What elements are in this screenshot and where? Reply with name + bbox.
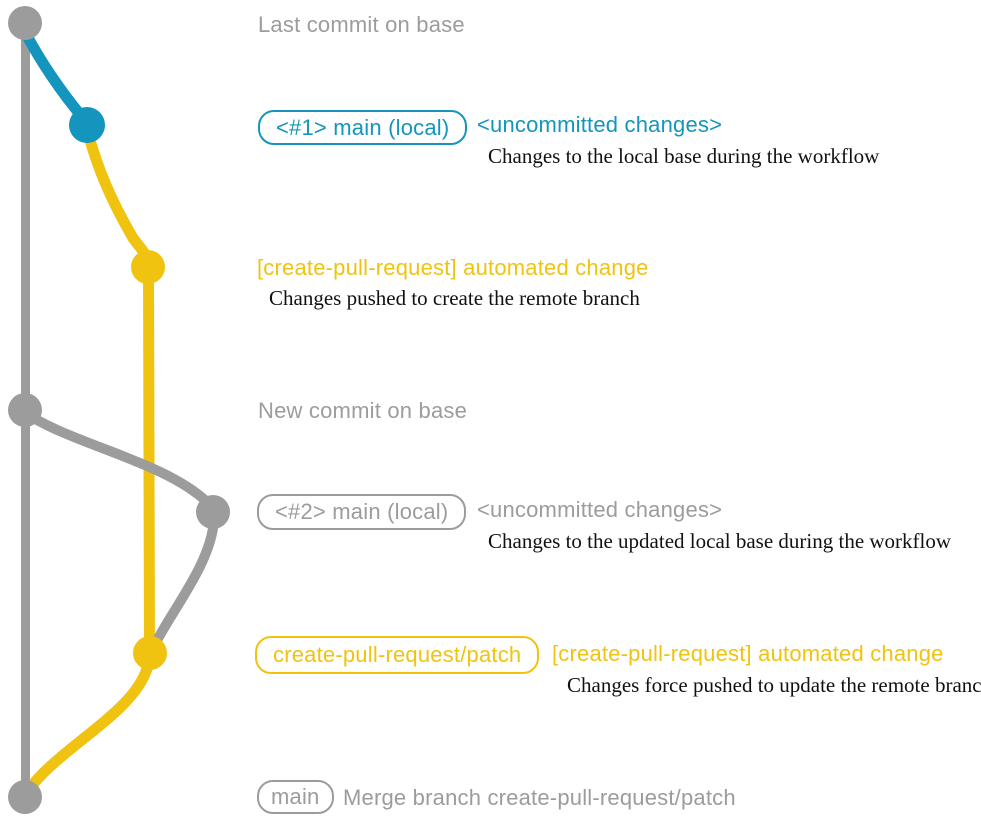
branch1-note: Changes to the local base during the wor… [488, 144, 880, 168]
commit-dot-merge [8, 780, 42, 814]
rebase-edge-in [147, 515, 219, 655]
rebase-edge-out [22, 409, 212, 507]
commit-dot-patch-2 [133, 636, 167, 670]
commit-dot-patch-1 [131, 250, 165, 284]
push2-note: Changes force pushed to update the remot… [567, 673, 981, 697]
new-commit-label: New commit on base [258, 398, 468, 423]
commit-dot-last-base [8, 6, 42, 40]
branch1-ref-tag: <#1> main (local) [258, 110, 468, 145]
branch2-status: <uncommitted changes> [477, 497, 723, 522]
push1-commit-title: [create-pull-request] automated change [257, 255, 649, 280]
last-commit-label: Last commit on base [258, 12, 465, 37]
main-ref-tag: main [257, 780, 334, 814]
branch2-note: Changes to the updated local base during… [488, 529, 952, 553]
branch2-ref-tag: <#2> main (local) [257, 494, 467, 530]
push1-note: Changes pushed to create the remote bran… [269, 286, 640, 310]
local-change-edge [20, 28, 89, 124]
branch1-status: <uncommitted changes> [477, 112, 723, 137]
merge-commit-message: Merge branch create-pull-request/patch [343, 785, 736, 810]
commit-dot-local-1 [69, 107, 105, 143]
commit-dot-new-base [8, 393, 42, 427]
git-graph [8, 6, 230, 814]
push2-commit-title: [create-pull-request] automated change [552, 641, 944, 666]
patch-branch-upper-edge [82, 127, 154, 273]
patch-branch-line [143, 266, 155, 654]
commit-dot-local-2 [196, 495, 230, 529]
patch-branch-ref-tag: create-pull-request/patch [255, 636, 540, 674]
merge-edge [21, 654, 155, 798]
